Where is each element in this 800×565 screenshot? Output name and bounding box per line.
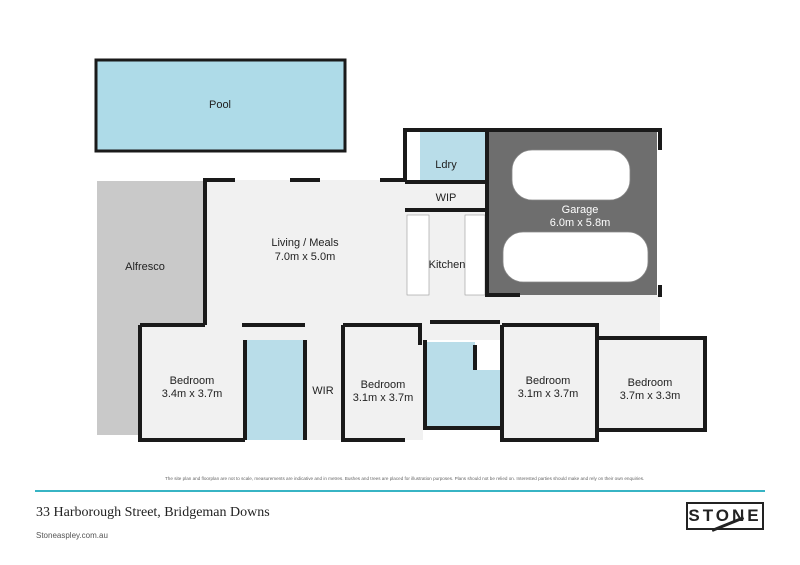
- bedroom-4-floor: [597, 338, 705, 430]
- kitchen-bench: [406, 214, 430, 296]
- bedroom-2-label: Bedroom: [361, 379, 406, 391]
- bedroom-3-label: Bedroom: [526, 375, 571, 387]
- laundry: [420, 130, 487, 182]
- wir-floor: [305, 340, 343, 440]
- website-link[interactable]: Stoneaspley.com.au: [36, 531, 108, 540]
- divider: [35, 490, 765, 492]
- toilet: [425, 342, 475, 370]
- disclaimer: The site plan and floorplan are not to s…: [165, 476, 645, 481]
- property-address: 33 Harborough Street, Bridgeman Downs: [36, 505, 270, 520]
- pool: [94, 58, 347, 153]
- bedroom-3-size: 3.1m x 3.7m: [518, 388, 579, 400]
- car-icon: [502, 231, 649, 283]
- bedroom-1-size: 3.4m x 3.7m: [162, 388, 223, 400]
- bedroom-4-label: Bedroom: [628, 377, 673, 389]
- ensuite: [245, 340, 305, 440]
- car-icon: [511, 149, 631, 201]
- bedroom-1-label: Bedroom: [170, 375, 215, 387]
- alfresco-label: Alfresco: [125, 261, 165, 273]
- wir-label: WIR: [312, 385, 333, 397]
- bathroom: [425, 370, 500, 428]
- bedroom-3-floor: [502, 325, 597, 440]
- walls: [138, 128, 707, 442]
- bedroom-1-floor: [140, 325, 245, 440]
- garage-size: 6.0m x 5.8m: [550, 217, 611, 229]
- bedroom-4-size: 3.7m x 3.3m: [620, 390, 681, 402]
- stone-logo: STONE: [686, 502, 764, 530]
- laundry-label: Ldry: [435, 159, 457, 171]
- kitchen-cooktop: [464, 214, 486, 296]
- wip-label: WIP: [436, 192, 457, 204]
- kitchen-label: Kitchen: [429, 259, 466, 271]
- pool-label: Pool: [209, 99, 231, 111]
- living-size: 7.0m x 5.0m: [275, 251, 336, 263]
- wip-floor: [405, 182, 485, 212]
- floor-plan: Pool Alfresco Living / Meals 7.0m x 5.0m…: [94, 58, 707, 442]
- living-label: Living / Meals: [271, 237, 339, 249]
- bedroom-2-size: 3.1m x 3.7m: [353, 392, 414, 404]
- bedroom-2-floor: [343, 325, 423, 440]
- garage-label: Garage: [562, 204, 599, 216]
